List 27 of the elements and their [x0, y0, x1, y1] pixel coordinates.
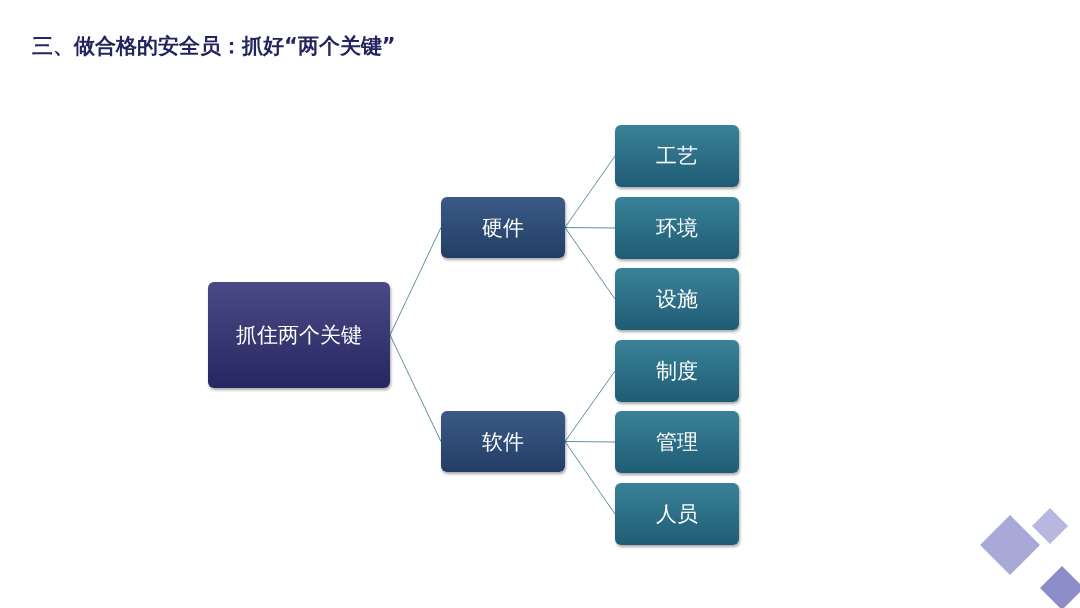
- leaf-box: [615, 411, 739, 473]
- leaf-box: [615, 197, 739, 259]
- connector-line: [389, 334, 442, 442]
- connector-line: [389, 227, 442, 336]
- leaf-box: [615, 268, 739, 330]
- connector-line: [564, 370, 616, 442]
- connector-line: [564, 441, 616, 443]
- branch-box: [441, 197, 565, 258]
- root-box: [208, 282, 390, 388]
- node-label: 制度: [656, 358, 698, 385]
- connector-line: [564, 227, 616, 229]
- connector-line: [564, 441, 616, 515]
- node-label: 管理: [656, 429, 698, 456]
- branch-box: [441, 411, 565, 472]
- leaf-box: [615, 340, 739, 402]
- leaf-box: [615, 483, 739, 545]
- node-label: 抓住两个关键: [236, 322, 362, 349]
- leaf-box: [615, 125, 739, 187]
- node-label: 工艺: [656, 143, 698, 170]
- node-label: 软件: [482, 428, 524, 456]
- node-label: 人员: [656, 501, 698, 528]
- node-label: 环境: [656, 215, 698, 242]
- connector-line: [564, 155, 616, 228]
- connector-line: [564, 227, 616, 300]
- node-label: 硬件: [482, 214, 524, 242]
- slide-title: 三、做合格的安全员：抓好“两个关键”: [32, 33, 396, 60]
- node-label: 设施: [656, 286, 698, 313]
